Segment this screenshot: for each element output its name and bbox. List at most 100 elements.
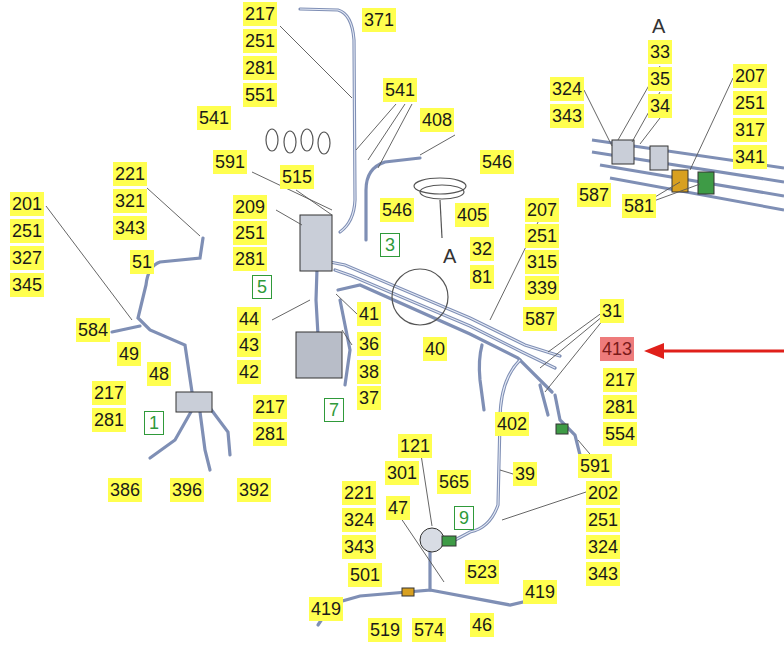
- callout-number: 554: [603, 422, 637, 446]
- callout-number: 324: [550, 77, 584, 101]
- callout-number: 392: [237, 478, 271, 502]
- callout-number: 43: [237, 333, 261, 357]
- callout-number: 587: [577, 183, 611, 207]
- callout-number: 217: [243, 2, 277, 26]
- callout-number: 345: [10, 273, 44, 297]
- assembly-number: 1: [149, 413, 159, 433]
- callout-number: 217: [603, 368, 637, 392]
- callout-number: 46: [470, 613, 494, 637]
- callout-number: 515: [280, 165, 314, 189]
- callout-number: 281: [253, 422, 287, 446]
- callout-number: 44: [237, 307, 261, 331]
- callout-number: 546: [480, 150, 514, 174]
- callout-number: 81: [470, 265, 494, 289]
- callout-number: 519: [368, 618, 402, 642]
- callout-number: 49: [117, 342, 141, 366]
- callout-number: 541: [383, 78, 417, 102]
- callout-number: 202: [586, 481, 620, 505]
- assembly-box: 1: [144, 411, 164, 435]
- callout-number: 38: [357, 360, 381, 384]
- callout-number: 341: [733, 145, 767, 169]
- callout-number: 251: [233, 221, 267, 245]
- callout-number: 386: [108, 478, 142, 502]
- callout-number: 551: [243, 83, 277, 107]
- callout-number: 343: [586, 562, 620, 586]
- callout-number: 581: [622, 194, 656, 218]
- callout-number: 207: [525, 198, 559, 222]
- callout-number: 324: [586, 535, 620, 559]
- callout-number: 408: [420, 108, 454, 132]
- callout-number: 221: [113, 162, 147, 186]
- callout-number: 209: [233, 195, 267, 219]
- detail-marker: A: [442, 244, 457, 268]
- callout-number: 591: [213, 150, 247, 174]
- detail-fittings: [612, 140, 714, 194]
- callout-number: 324: [342, 508, 376, 532]
- highlighted-callout: 413: [600, 337, 634, 361]
- callout-number: 217: [92, 381, 126, 405]
- hose-lines: [112, 9, 580, 625]
- callout-number: 251: [10, 219, 44, 243]
- callout-number: 343: [550, 104, 584, 128]
- callout-number: 281: [92, 408, 126, 432]
- callout-number: 541: [197, 106, 231, 130]
- callout-number: 317: [733, 118, 767, 142]
- callout-number: 315: [525, 250, 559, 274]
- callout-number: 343: [342, 535, 376, 559]
- callout-number: 34: [648, 94, 672, 118]
- callout-number: 343: [113, 216, 147, 240]
- callout-number: 251: [525, 224, 559, 248]
- callout-number: 217: [253, 395, 287, 419]
- callout-number: 41: [357, 302, 381, 326]
- assembly-number: 7: [329, 400, 339, 420]
- callout-number: 42: [237, 360, 261, 384]
- callout-number: 33: [648, 40, 672, 64]
- callout-number: 339: [525, 276, 559, 300]
- callout-number: 565: [437, 470, 471, 494]
- pointer-arrow: [644, 343, 784, 359]
- callout-number: 419: [309, 597, 343, 621]
- callout-number: 40: [423, 337, 447, 361]
- callout-number: 396: [170, 478, 204, 502]
- callout-number: 419: [523, 580, 557, 604]
- callout-number: 584: [76, 318, 110, 342]
- callout-number: 281: [603, 395, 637, 419]
- callout-number: 281: [243, 56, 277, 80]
- detail-marker: A: [651, 14, 666, 38]
- callout-number: 574: [412, 618, 446, 642]
- callout-number: 221: [342, 481, 376, 505]
- assembly-box: 5: [252, 275, 272, 299]
- callout-number: 281: [233, 247, 267, 271]
- callout-number: 587: [523, 307, 557, 331]
- leader-lines: [46, 26, 733, 582]
- assembly-number: 5: [257, 277, 267, 297]
- callout-number: 321: [113, 189, 147, 213]
- hose-highlights: [300, 9, 560, 540]
- callout-number: 207: [733, 64, 767, 88]
- assembly-box: 3: [380, 233, 400, 257]
- callout-number: 39: [513, 462, 537, 486]
- callout-number: 371: [362, 8, 396, 32]
- assembly-box: 7: [324, 398, 344, 422]
- callout-number: 31: [600, 299, 624, 323]
- callout-number: 591: [578, 454, 612, 478]
- callout-number: 51: [130, 250, 154, 274]
- callout-number: 35: [648, 67, 672, 91]
- callout-number: 121: [398, 434, 432, 458]
- assembly-box: 9: [454, 506, 474, 530]
- callout-number: 523: [465, 560, 499, 584]
- callout-number: 501: [348, 563, 382, 587]
- detail-tubes: [592, 140, 784, 210]
- callout-number: 48: [147, 362, 171, 386]
- callout-number: 32: [470, 237, 494, 261]
- coil-rings: [266, 129, 466, 325]
- callout-number: 47: [386, 496, 410, 520]
- callout-number: 546: [380, 198, 414, 222]
- callout-number: 327: [10, 246, 44, 270]
- callout-number: 251: [586, 508, 620, 532]
- callout-number: 301: [385, 461, 419, 485]
- callout-number: 405: [455, 203, 489, 227]
- assembly-number: 3: [385, 235, 395, 255]
- callout-number: 36: [357, 332, 381, 356]
